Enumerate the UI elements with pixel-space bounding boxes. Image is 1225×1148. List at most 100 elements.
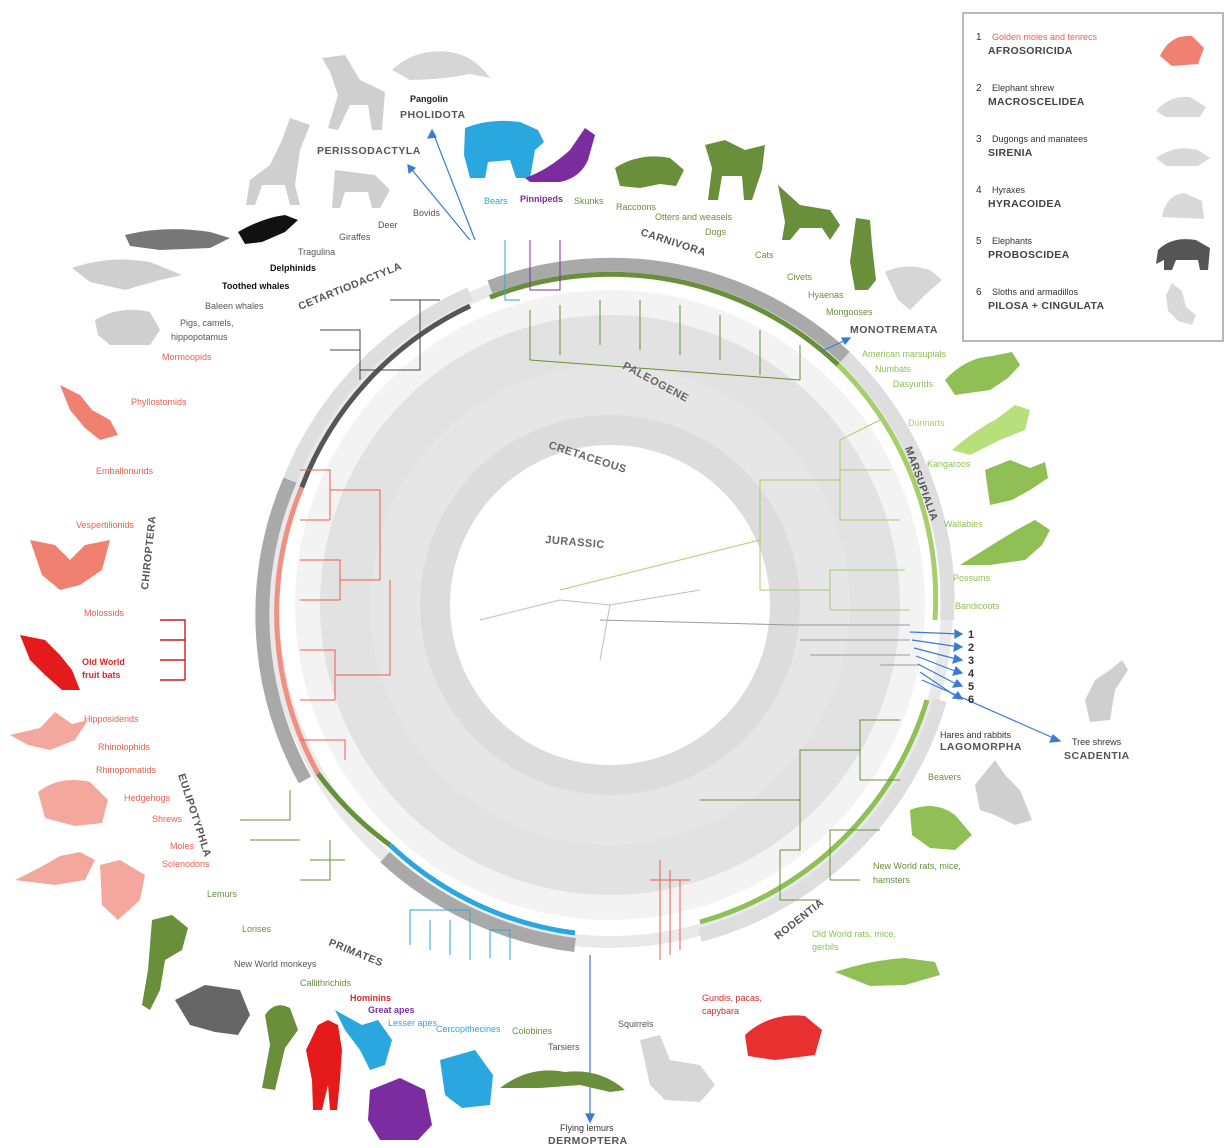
label-ow-fruit-1: Old World (82, 657, 125, 667)
label-dogs: Dogs (705, 227, 727, 237)
label-gundis-1: Gundis, pacas, (702, 993, 762, 1003)
legend-item-common-name: Golden moles and tenrecs (992, 32, 1097, 42)
label-mongooses: Mongooses (826, 307, 873, 317)
group-pholidota: PHOLIDOTA (400, 109, 466, 121)
label-lorises: Lorises (242, 924, 272, 934)
label-dunnarts: Dunnarts (908, 418, 945, 428)
label-hedgehogs: Hedgehogs (124, 793, 171, 803)
tree-shrew-silhouette (1085, 660, 1128, 722)
label-giraffes: Giraffes (339, 232, 371, 242)
civet-silhouette (778, 185, 840, 240)
legend-item-number: 2 (976, 83, 982, 94)
legend-item-number: 1 (976, 32, 982, 43)
label-rhinopomatids: Rhinopomatids (96, 765, 157, 775)
label-otters: Otters and weasels (655, 212, 733, 222)
label-baleen-whales: Baleen whales (205, 301, 264, 311)
arrow-1-head (955, 630, 962, 638)
label-ow-rats-1: Old World rats, mice, (812, 929, 896, 939)
horse-silhouette (322, 55, 385, 130)
tarsier-silhouette (500, 1070, 625, 1092)
label-ow-fruit-2: fruit bats (82, 670, 121, 680)
label-nw-rats-2: hamsters (873, 875, 911, 885)
label-pangolin: Pangolin (410, 94, 448, 104)
capybara-silhouette (745, 1015, 822, 1060)
label-lemurs: Lemurs (207, 889, 238, 899)
arrow-number-3: 3 (968, 655, 974, 667)
pig-silhouette (95, 310, 160, 345)
legend-item-number: 3 (976, 134, 982, 145)
arrow-number-2: 2 (968, 642, 974, 654)
label-hipposiderids: Hipposiderids (84, 714, 139, 724)
label-emballonurids: Emballonurids (96, 466, 154, 476)
arrow-4-head (953, 667, 962, 675)
branches-eulipotyphla (240, 790, 300, 840)
legend-silhouette-shape (1162, 193, 1204, 219)
legend-item-order-name: AFROSORICIDA (988, 45, 1073, 57)
label-skunks: Skunks (574, 196, 604, 206)
legend-item-silhouette (1152, 281, 1216, 329)
label-squirrels: Squirrels (618, 1019, 654, 1029)
label-vespertilionids: Vespertilionids (76, 520, 135, 530)
group-dermoptera: DERMOPTERA (548, 1135, 628, 1147)
legend-item-common-name: Sloths and armadillos (992, 287, 1078, 297)
arrow-monotremata-head (842, 338, 850, 344)
sperm-whale-silhouette (125, 229, 230, 250)
mole-silhouette (100, 860, 145, 920)
legend-item-order-name: PROBOSCIDEA (988, 249, 1069, 261)
label-colobines: Colobines (512, 1026, 553, 1036)
hipposiderid-bat-silhouette (10, 712, 88, 750)
label-flying-lemurs: Flying lemurs (560, 1123, 614, 1133)
shrew-silhouette (15, 852, 95, 885)
label-nw-rats-1: New World rats, mice, (873, 861, 961, 871)
label-kangaroos: Kangaroos (927, 459, 971, 469)
label-cats: Cats (755, 250, 774, 260)
group-primates: PRIMATES (327, 937, 385, 970)
kangaroo-silhouette (985, 460, 1048, 505)
label-pigs-1: Pigs, camels, (180, 318, 234, 328)
label-phyllostomids: Phyllostomids (131, 397, 187, 407)
dasyurid-silhouette (945, 352, 1020, 395)
legend-item: 2Elephant shrewMACROSCELIDEA (976, 83, 1216, 129)
phyllostomid-bat-silhouette (60, 385, 118, 440)
legend-silhouette-shape (1156, 148, 1210, 166)
legend-silhouette-shape (1166, 283, 1196, 325)
marmoset-silhouette (262, 1005, 298, 1090)
label-bovids: Bovids (413, 208, 441, 218)
arrow-number-1: 1 (968, 629, 974, 641)
group-carnivora: CARNIVORA (639, 226, 707, 258)
legend-item-silhouette (1152, 26, 1216, 74)
arrow-numbers: 1 2 3 4 5 6 (968, 629, 975, 706)
arrow-scadentia-head (1050, 735, 1060, 742)
beaver-silhouette (910, 806, 972, 850)
group-chiroptera: CHIROPTERA (139, 515, 159, 590)
gorilla-silhouette (368, 1078, 432, 1140)
legend-item-common-name: Elephants (992, 236, 1032, 246)
label-cercopithecines: Cercopithecines (436, 1024, 501, 1034)
label-deer: Deer (378, 220, 398, 230)
label-molossids: Molossids (84, 608, 125, 618)
label-rhinolophids: Rhinolophids (98, 742, 151, 752)
dog-silhouette (705, 140, 765, 200)
arrow-2-head (954, 643, 962, 651)
group-lagomorpha: LAGOMORPHA (940, 741, 1022, 753)
arrow-number-6: 6 (968, 694, 974, 706)
fruit-bat-silhouette (20, 635, 80, 690)
hedgehog-silhouette (38, 780, 108, 826)
legend-silhouette-shape (1156, 239, 1210, 270)
legend-item-silhouette (1152, 179, 1216, 227)
legend-item-order-name: HYRACOIDEA (988, 198, 1062, 210)
legend-item-silhouette (1152, 77, 1216, 125)
label-moles: Moles (170, 841, 195, 851)
branches-old-world-fruit-bats (160, 620, 185, 680)
label-lesser-apes: Lesser apes (388, 1018, 438, 1028)
label-bears: Bears (484, 196, 508, 206)
label-dasyurids: Dasyurids (893, 379, 934, 389)
label-shrews: Shrews (152, 814, 183, 824)
legend-item-number: 5 (976, 236, 982, 247)
bear-silhouette (464, 121, 544, 178)
label-hares-rabbits: Hares and rabbits (940, 730, 1012, 740)
vespertilionid-bat-silhouette (30, 540, 110, 590)
